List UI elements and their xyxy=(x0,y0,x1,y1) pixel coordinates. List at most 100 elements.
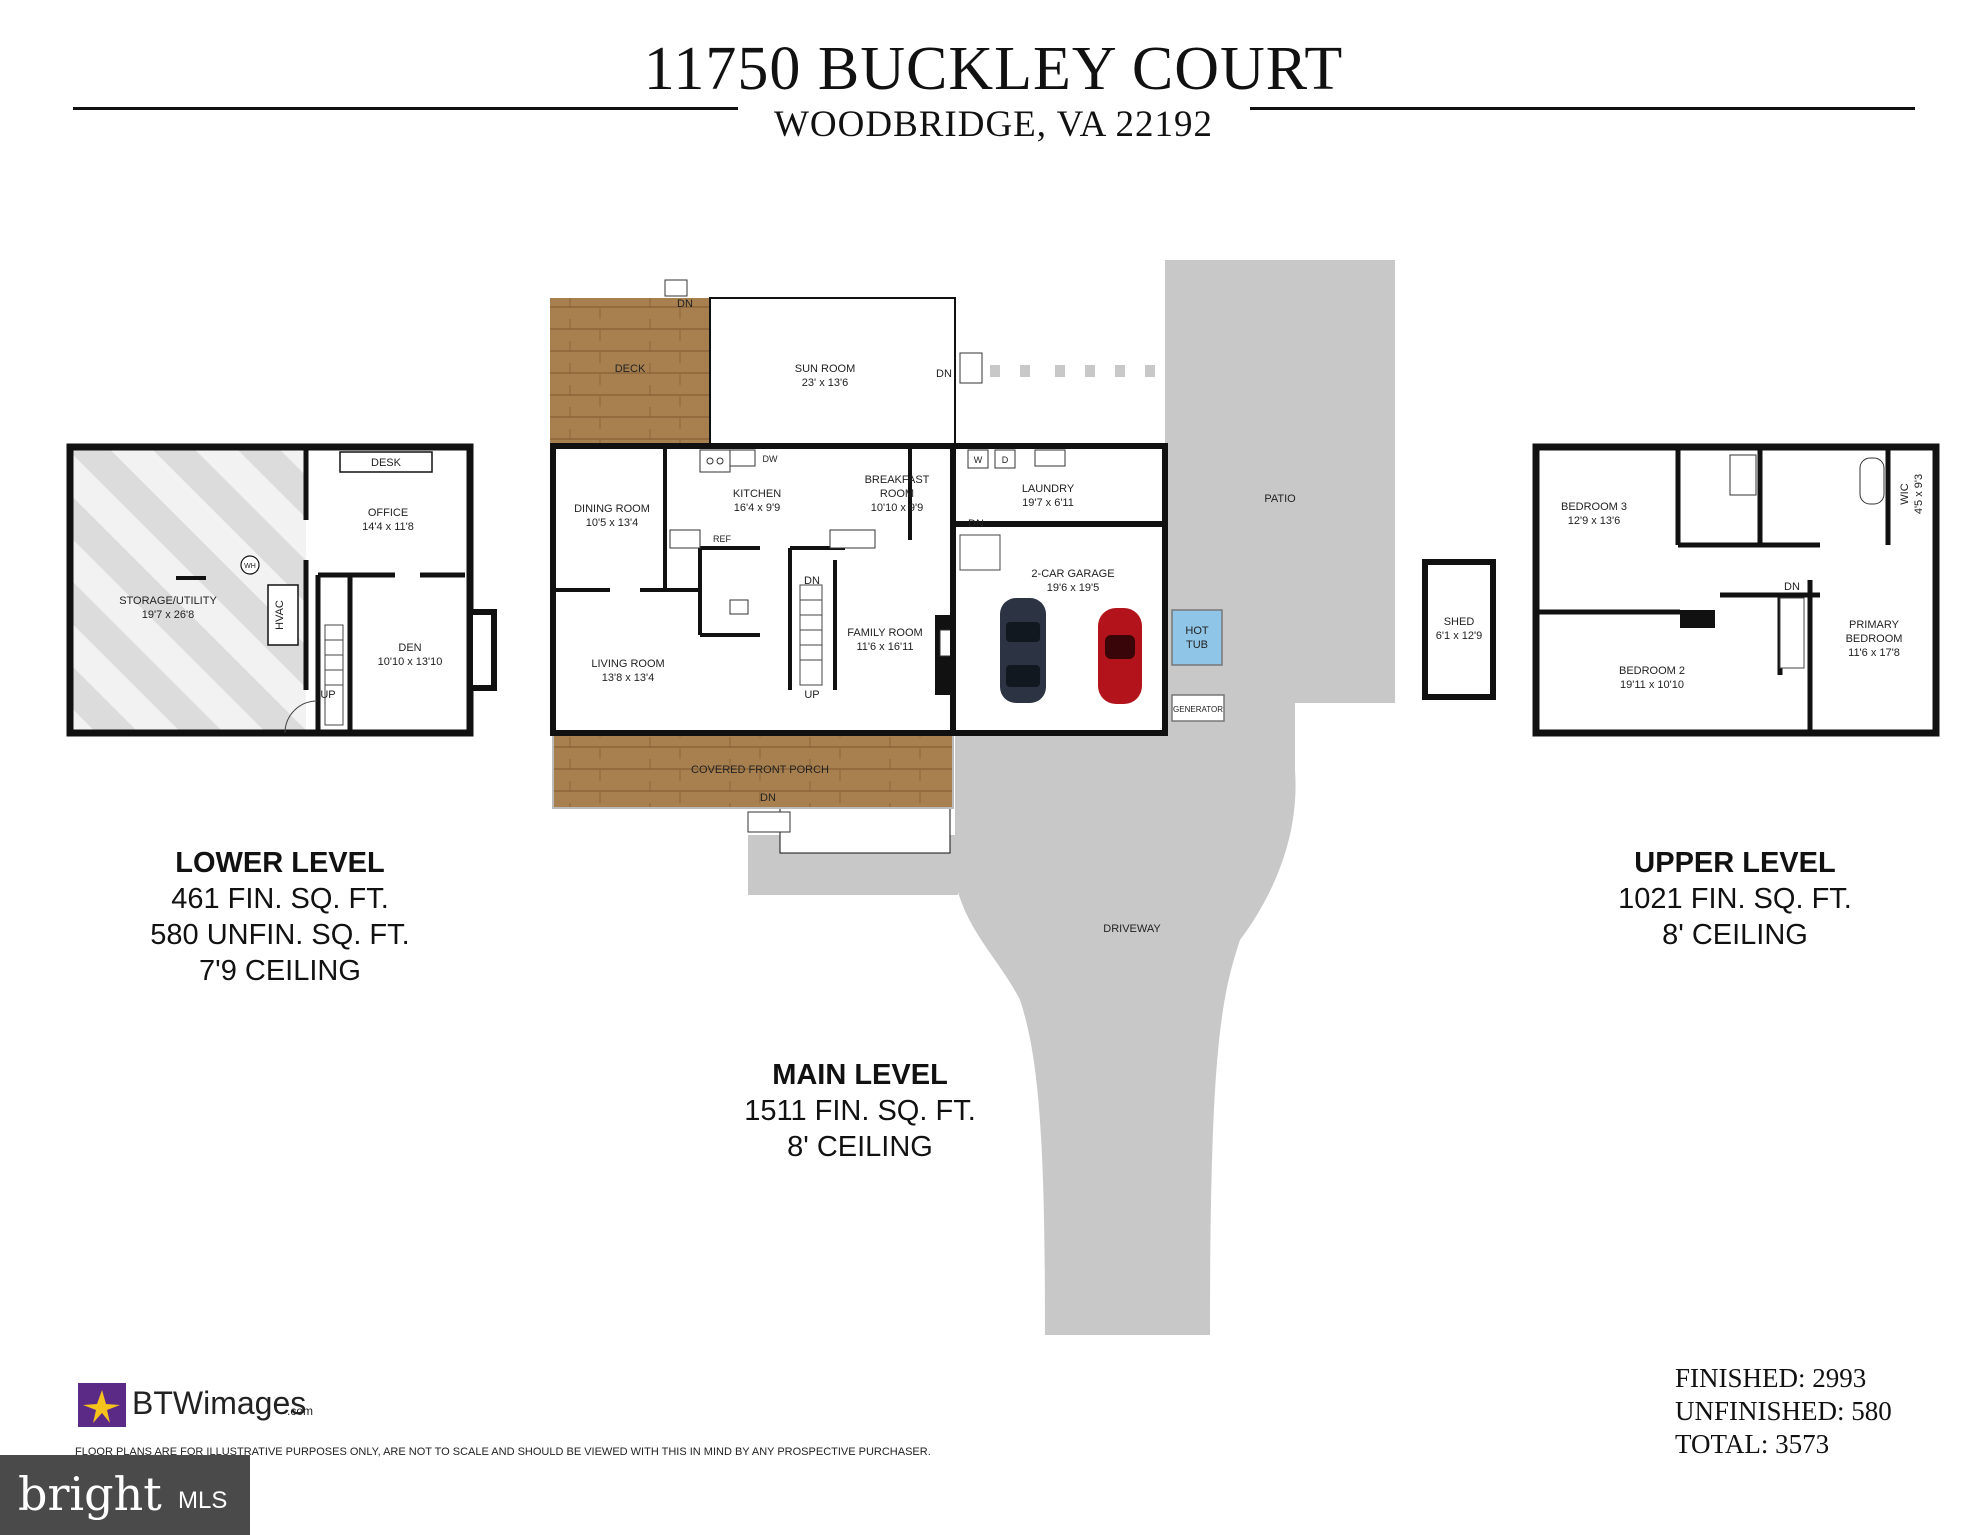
dining-room-label: DINING ROOM xyxy=(574,503,650,515)
bedroom3-label: BEDROOM 3 xyxy=(1561,501,1627,513)
bright-mls-watermark: bright MLS xyxy=(0,1455,250,1535)
btw-logo-suffix: .com xyxy=(287,1404,314,1418)
desk xyxy=(339,451,433,473)
laundry-label: LAUNDRY xyxy=(1022,483,1075,495)
upper-level-plan: DN BEDROOM 3 12'9 x 13'6 BEDROOM 2 19'11… xyxy=(1532,443,1940,737)
lower-level-plan: DESK HVAC WH STORAGE/UTILITY 19'7 x 26'8… xyxy=(66,443,497,737)
svg-text:BEDROOM: BEDROOM xyxy=(1846,633,1903,645)
mls-watermark-text: MLS xyxy=(178,1487,228,1514)
lower-level-ceiling: 7'9 CEILING xyxy=(199,955,361,987)
family-room-label: FAMILY ROOM xyxy=(847,627,922,639)
svg-text:DN: DN xyxy=(804,575,820,587)
svg-text:ROOM: ROOM xyxy=(880,488,914,500)
main-level-ceiling: 8' CEILING xyxy=(787,1131,933,1163)
living-room-label: LIVING ROOM xyxy=(591,658,664,670)
water-heater xyxy=(240,555,260,575)
grand-total: TOTAL: 3573 xyxy=(1675,1429,1830,1459)
sun-room xyxy=(709,297,956,447)
patio-label: PATIO xyxy=(1264,493,1296,505)
svg-text:DW: DW xyxy=(763,454,778,464)
main-house-walls xyxy=(550,443,956,736)
wic-label: WIC xyxy=(1899,483,1911,504)
bedroom2-label: BEDROOM 2 xyxy=(1619,665,1685,677)
sun-room-dims: 23' x 13'6 xyxy=(802,377,848,389)
hot-tub xyxy=(1171,609,1223,666)
office-label: OFFICE xyxy=(368,507,408,519)
generator-label: GENERATOR xyxy=(1173,705,1223,714)
breakfast-room-label: BREAKFAST xyxy=(865,474,930,486)
svg-text:DN: DN xyxy=(760,792,776,804)
svg-text:REF: REF xyxy=(713,534,732,544)
svg-text:UP: UP xyxy=(804,689,819,701)
shed-dims: 6'1 x 12'9 xyxy=(1436,630,1482,642)
header-rule-right xyxy=(1250,107,1915,110)
upper-level-fin: 1021 FIN. SQ. FT. xyxy=(1618,883,1852,915)
wic-dims: 4'5 x 9'3 xyxy=(1913,474,1925,514)
main-level-summary: MAIN LEVEL 1511 FIN. SQ. FT. 8' CEILING xyxy=(710,1057,1010,1165)
hot-tub-label: HOT xyxy=(1185,625,1209,637)
svg-text:DN: DN xyxy=(1784,581,1800,593)
deck-label: DECK xyxy=(615,363,646,375)
garage-label: 2-CAR GARAGE xyxy=(1031,568,1114,580)
shed-label: SHED xyxy=(1444,616,1475,628)
primary-bedroom-label: PRIMARY xyxy=(1849,619,1900,631)
main-level-plan: DECK DN DN SUN ROOM 23' x 13'6 COVERED F… xyxy=(550,260,1496,1335)
driveway-label: DRIVEWAY xyxy=(1103,923,1161,935)
bedroom2-dims: 19'11 x 10'10 xyxy=(1620,679,1684,691)
primary-bedroom-dims: 11'6 x 17'8 xyxy=(1848,647,1900,659)
svg-text:DN: DN xyxy=(968,518,984,530)
property-city-line: WOODBRIDGE, VA 22192 xyxy=(773,104,1213,145)
breakfast-room-dims: 10'10 x 9'9 xyxy=(871,502,924,514)
office-dims: 14'4 x 11'8 xyxy=(362,521,414,533)
shed-walls xyxy=(1422,559,1496,700)
covered-front-porch xyxy=(552,732,954,809)
storage-label: STORAGE/UTILITY xyxy=(119,595,217,607)
sun-room-label: SUN ROOM xyxy=(795,363,856,375)
disclaimer: FLOOR PLANS ARE FOR ILLUSTRATIVE PURPOSE… xyxy=(75,1446,931,1458)
storage-dims: 19'7 x 26'8 xyxy=(142,609,195,621)
lower-outer-wall xyxy=(66,443,474,737)
svg-text:DN: DN xyxy=(677,298,693,310)
upper-level-summary: UPPER LEVEL 1021 FIN. SQ. FT. 8' CEILING xyxy=(1585,845,1885,953)
desk-label: DESK xyxy=(371,457,402,469)
header-rule-left xyxy=(73,107,738,110)
upper-level-ceiling: 8' CEILING xyxy=(1662,919,1808,951)
bedroom3-dims: 12'9 x 13'6 xyxy=(1568,515,1621,527)
laundry-dims: 19'7 x 6'11 xyxy=(1022,497,1074,509)
main-level-title: MAIN LEVEL xyxy=(772,1059,948,1091)
deck xyxy=(550,298,710,446)
btw-logo: BTWimages .com xyxy=(75,1380,375,1430)
hvac-label: HVAC xyxy=(274,600,286,630)
bright-watermark-text: bright xyxy=(18,1467,162,1521)
lower-level-fin: 461 FIN. SQ. FT. xyxy=(171,883,389,915)
porch-label: COVERED FRONT PORCH xyxy=(691,764,829,776)
lower-stair-up-label: UP xyxy=(320,689,335,701)
kitchen-dims: 16'4 x 9'9 xyxy=(734,502,780,514)
car-icon xyxy=(1000,598,1046,703)
dining-room-dims: 10'5 x 13'4 xyxy=(586,517,639,529)
unfinished-total: UNFINISHED: 580 xyxy=(1675,1396,1892,1426)
family-room-dims: 11'6 x 16'11 xyxy=(856,641,913,653)
flower-logo-icon xyxy=(78,1383,126,1427)
garage-dims: 19'6 x 19'5 xyxy=(1047,582,1100,594)
lower-level-unfin: 580 UNFIN. SQ. FT. xyxy=(150,919,410,951)
svg-text:WH: WH xyxy=(244,563,256,570)
svg-text:DN: DN xyxy=(936,368,952,380)
lower-level-title: LOWER LEVEL xyxy=(175,847,385,879)
area-totals: FINISHED: 2993 UNFINISHED: 580 TOTAL: 35… xyxy=(1675,1362,1892,1461)
kitchen-label: KITCHEN xyxy=(733,488,781,500)
svg-text:TUB: TUB xyxy=(1186,639,1208,651)
storage-hatch xyxy=(70,447,306,733)
lower-level-summary: LOWER LEVEL 461 FIN. SQ. FT. 580 UNFIN. … xyxy=(130,845,430,989)
svg-text:D: D xyxy=(1002,455,1009,465)
upper-level-title: UPPER LEVEL xyxy=(1634,847,1836,879)
driveway-area xyxy=(955,703,1296,1335)
den-dims: 10'10 x 13'10 xyxy=(378,656,443,668)
svg-text:W: W xyxy=(974,455,983,465)
property-address: 11750 BUCKLEY COURT xyxy=(643,35,1344,103)
living-room-dims: 13'8 x 13'4 xyxy=(602,672,655,684)
generator xyxy=(1171,694,1225,722)
main-level-fin: 1511 FIN. SQ. FT. xyxy=(744,1095,976,1127)
hvac-unit xyxy=(267,584,299,646)
